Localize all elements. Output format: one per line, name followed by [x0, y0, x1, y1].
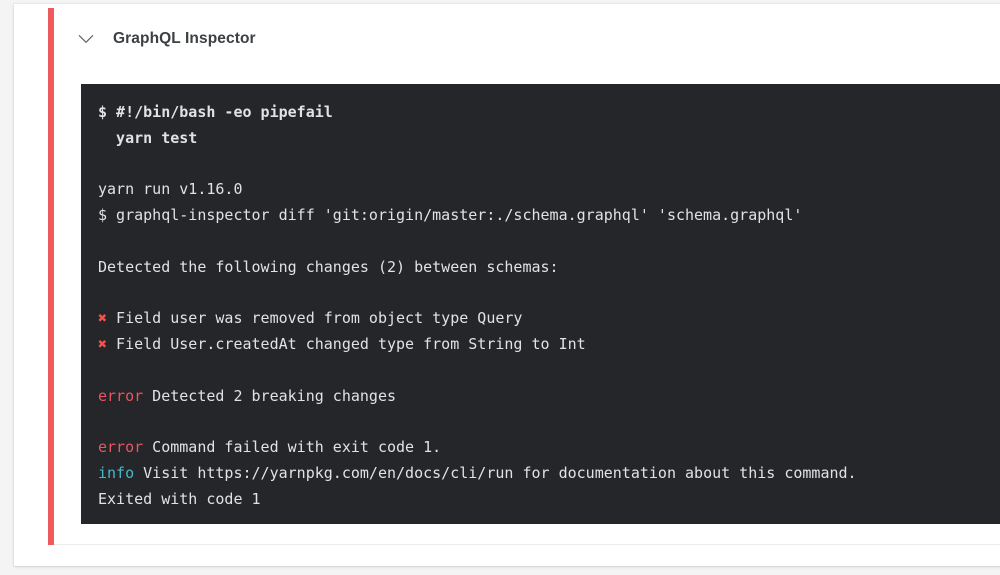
terminal-blank-line	[98, 152, 1000, 178]
terminal-blank-line	[98, 281, 1000, 307]
terminal-line: $ graphql-inspector diff 'git:origin/mas…	[98, 203, 1000, 229]
terminal-line-segment: Field User.createdAt changed type from S…	[107, 335, 586, 354]
terminal-line: yarn run v1.16.0	[98, 177, 1000, 203]
job-divider	[54, 544, 1000, 545]
terminal-line: Exited with code 1	[98, 487, 1000, 513]
terminal-line-segment: $ graphql-inspector diff 'git:origin/mas…	[98, 206, 803, 225]
terminal-line-segment: Exited with code 1	[98, 489, 261, 508]
terminal-line-segment: error	[98, 438, 144, 457]
terminal-line: error Detected 2 breaking changes	[98, 384, 1000, 410]
terminal-line-segment: yarn run v1.16.0	[98, 180, 243, 199]
job-status-accent-bar	[48, 8, 54, 545]
terminal-line: $ #!/bin/bash -eo pipefail	[98, 100, 1000, 126]
terminal-line-segment: Command failed with exit code 1.	[143, 438, 442, 457]
terminal-line-segment: Visit https://yarnpkg.com/en/docs/cli/ru…	[134, 464, 857, 483]
job-card: GraphQL Inspector $ #!/bin/bash -eo pipe…	[14, 4, 1000, 566]
terminal-line-segment: info	[98, 464, 135, 483]
terminal-log-lines: $ #!/bin/bash -eo pipefail yarn test yarn…	[81, 100, 1000, 513]
job-title: GraphQL Inspector	[113, 30, 256, 47]
terminal-line: ✖ Field User.createdAt changed type from…	[98, 332, 1000, 358]
terminal-blank-line	[98, 358, 1000, 384]
terminal-line-segment: error	[98, 386, 144, 405]
terminal-line-segment: yarn test	[98, 128, 198, 147]
terminal-line: error Command failed with exit code 1.	[98, 435, 1000, 461]
terminal-line: ✖ Field user was removed from object typ…	[98, 306, 1000, 332]
terminal-line-segment: $ #!/bin/bash -eo pipefail	[98, 103, 333, 121]
terminal-blank-line	[98, 229, 1000, 255]
terminal-line-segment: Field user was removed from object type …	[107, 309, 523, 328]
terminal-output-panel[interactable]: $ #!/bin/bash -eo pipefail yarn test yarn…	[81, 84, 1000, 524]
job-header[interactable]: GraphQL Inspector	[54, 8, 1000, 70]
chevron-down-icon[interactable]	[76, 29, 96, 49]
terminal-line-segment: ✖	[98, 309, 108, 328]
terminal-line: yarn test	[98, 126, 1000, 152]
terminal-line-segment: ✖	[98, 335, 108, 354]
terminal-line-segment: Detected 2 breaking changes	[143, 386, 397, 405]
terminal-line: Detected the following changes (2) betwe…	[98, 255, 1000, 281]
terminal-line-segment: Detected the following changes (2) betwe…	[98, 257, 559, 276]
terminal-line: info Visit https://yarnpkg.com/en/docs/c…	[98, 461, 1000, 487]
terminal-blank-line	[98, 410, 1000, 436]
